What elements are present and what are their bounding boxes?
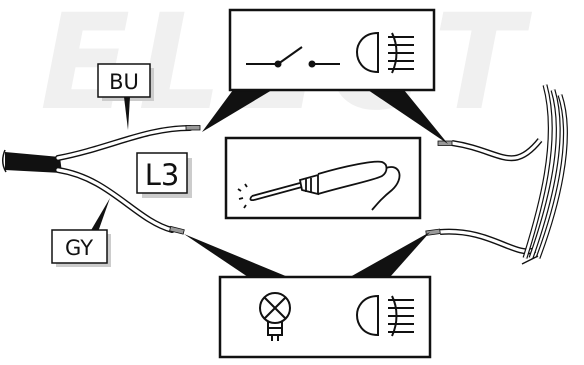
connector-bundle (521, 84, 568, 265)
right-wires (425, 138, 543, 255)
headlight-icon (355, 31, 414, 74)
grey-wire-label: GY (51, 198, 111, 267)
blue-wire (55, 125, 201, 161)
blue-wire-pointer (124, 97, 130, 130)
soldering-iron-icon (237, 160, 401, 211)
circuit-label: L3 (136, 152, 192, 198)
bulb-icon (259, 292, 291, 341)
cable-sheath (2, 149, 62, 173)
blue-wire-label-text: BU (109, 70, 139, 94)
grey-wire-label-text: GY (65, 236, 93, 260)
top-panel (228, 8, 436, 92)
headlight-icon (355, 294, 414, 337)
circuit-label-text: L3 (145, 158, 180, 192)
callout-wedges (184, 90, 448, 277)
grey-wire (55, 167, 185, 235)
bottom-panel (218, 275, 432, 359)
grey-wire-pointer (90, 198, 110, 232)
blue-wire-label: BU (97, 63, 154, 130)
middle-panel (224, 136, 422, 220)
switch-icon (246, 46, 340, 68)
